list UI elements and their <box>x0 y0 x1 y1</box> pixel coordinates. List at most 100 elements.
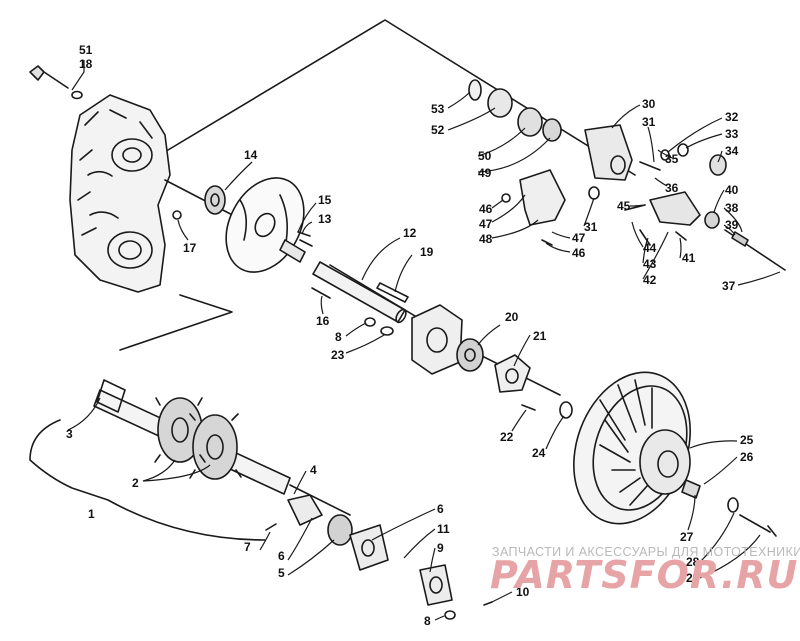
callout-42: 42 <box>643 273 657 287</box>
callout-13: 13 <box>318 212 332 226</box>
hub-15 <box>279 231 313 263</box>
tube-12 <box>312 261 409 324</box>
assembly-outline-line <box>167 19 636 176</box>
callout-15: 15 <box>318 193 332 207</box>
leader-lines <box>67 60 781 621</box>
callout-31-lower: 31 <box>584 220 598 234</box>
nut-17 <box>172 210 182 220</box>
callout-17: 17 <box>183 241 197 255</box>
callout-16: 16 <box>316 314 330 328</box>
callout-49: 49 <box>478 166 492 180</box>
jackshaft-bracket <box>584 124 633 181</box>
callout-32: 32 <box>725 110 739 124</box>
sprockets <box>154 397 242 480</box>
callout-46-upper: 46 <box>479 202 493 216</box>
nut-31-lower <box>588 186 600 200</box>
callout-2: 2 <box>132 476 139 490</box>
callout-33: 33 <box>725 127 739 141</box>
callout-43: 43 <box>643 257 657 271</box>
callout-44: 44 <box>643 241 657 255</box>
group-1-bracket <box>29 419 266 541</box>
callout-26: 26 <box>740 450 754 464</box>
bearing-20 <box>456 338 484 372</box>
callout-8-upper: 8 <box>335 330 342 344</box>
callout-39: 39 <box>725 218 739 232</box>
callout-labels: 51 18 14 15 13 17 12 19 16 8 23 20 21 22… <box>66 43 754 628</box>
callout-30: 30 <box>642 97 656 111</box>
callout-18: 18 <box>79 57 93 71</box>
callout-22: 22 <box>500 430 514 444</box>
callout-10: 10 <box>516 585 530 599</box>
bolt-51 <box>29 65 83 100</box>
callout-19: 19 <box>420 245 434 259</box>
callout-31-upper: 31 <box>642 115 656 129</box>
callout-20: 20 <box>505 310 519 324</box>
callout-28: 28 <box>686 555 700 569</box>
brake-disc <box>225 177 305 273</box>
washer-24 <box>559 401 573 419</box>
spring-32 <box>660 149 670 161</box>
callout-3: 3 <box>66 427 73 441</box>
callout-47-lower: 47 <box>572 231 586 245</box>
flange-21 <box>494 354 531 393</box>
callout-36: 36 <box>665 181 679 195</box>
callout-14: 14 <box>244 148 258 162</box>
bolt-29 <box>739 514 777 537</box>
callout-9: 9 <box>437 541 444 555</box>
bearing-plate-upper <box>411 304 463 375</box>
bearing-cup-set <box>468 79 562 142</box>
callout-29: 29 <box>686 571 700 585</box>
callout-51: 51 <box>79 43 93 57</box>
chaincase-housing <box>69 94 171 293</box>
callout-6-right: 6 <box>437 502 444 516</box>
bearing-left <box>204 185 226 215</box>
callout-34: 34 <box>725 144 739 158</box>
callout-46-lower: 46 <box>572 246 586 260</box>
callout-11: 11 <box>437 522 450 536</box>
callout-50: 50 <box>478 149 492 163</box>
bolt-46-lower <box>541 239 553 246</box>
washer-28 <box>727 497 739 513</box>
watermark-tagline: ЗАПЧАСТИ И АКСЕССУАРЫ ДЛЯ МОТОТЕХНИКИ <box>492 545 800 559</box>
callout-53: 53 <box>431 102 445 116</box>
nut-8-upper <box>364 317 376 327</box>
watermark: ЗАПЧАСТИ И АКСЕССУАРЫ ДЛЯ МОТОТЕХНИКИ PA… <box>490 545 800 597</box>
adjuster-rod <box>724 229 786 271</box>
mount-bracket-48 <box>519 169 566 226</box>
washer-23 <box>380 326 394 336</box>
callout-35: 35 <box>665 152 679 166</box>
bolt-7 <box>265 523 277 531</box>
callout-21: 21 <box>533 329 547 343</box>
callout-7: 7 <box>244 540 251 554</box>
callout-8-lower: 8 <box>424 614 431 628</box>
washer-46-upper <box>501 193 511 203</box>
driven-clutch <box>573 371 691 525</box>
callout-45: 45 <box>617 199 631 213</box>
bolt-22 <box>521 404 536 411</box>
callout-6-left: 6 <box>278 549 285 563</box>
nut-8-lower <box>444 610 456 620</box>
lower-bearing-assembly <box>287 494 453 606</box>
callout-37: 37 <box>722 279 736 293</box>
bushing-27 <box>681 479 701 499</box>
callout-23: 23 <box>331 348 345 362</box>
caliper-assembly <box>624 191 720 246</box>
callout-27: 27 <box>680 530 694 544</box>
callout-5: 5 <box>278 566 285 580</box>
callout-25: 25 <box>740 433 754 447</box>
callout-24: 24 <box>532 446 546 460</box>
washer-33 <box>677 143 689 157</box>
assembly-outline-line-lower <box>119 294 233 351</box>
pin-31-upper <box>639 161 661 171</box>
pin-41 <box>675 231 687 241</box>
callout-4: 4 <box>310 463 317 477</box>
callout-52: 52 <box>431 123 445 137</box>
callout-48: 48 <box>479 232 493 246</box>
callout-40: 40 <box>725 183 739 197</box>
bolt-16 <box>311 287 331 299</box>
callout-47-upper: 47 <box>479 217 493 231</box>
callout-12: 12 <box>403 226 417 240</box>
callout-1: 1 <box>88 507 95 521</box>
